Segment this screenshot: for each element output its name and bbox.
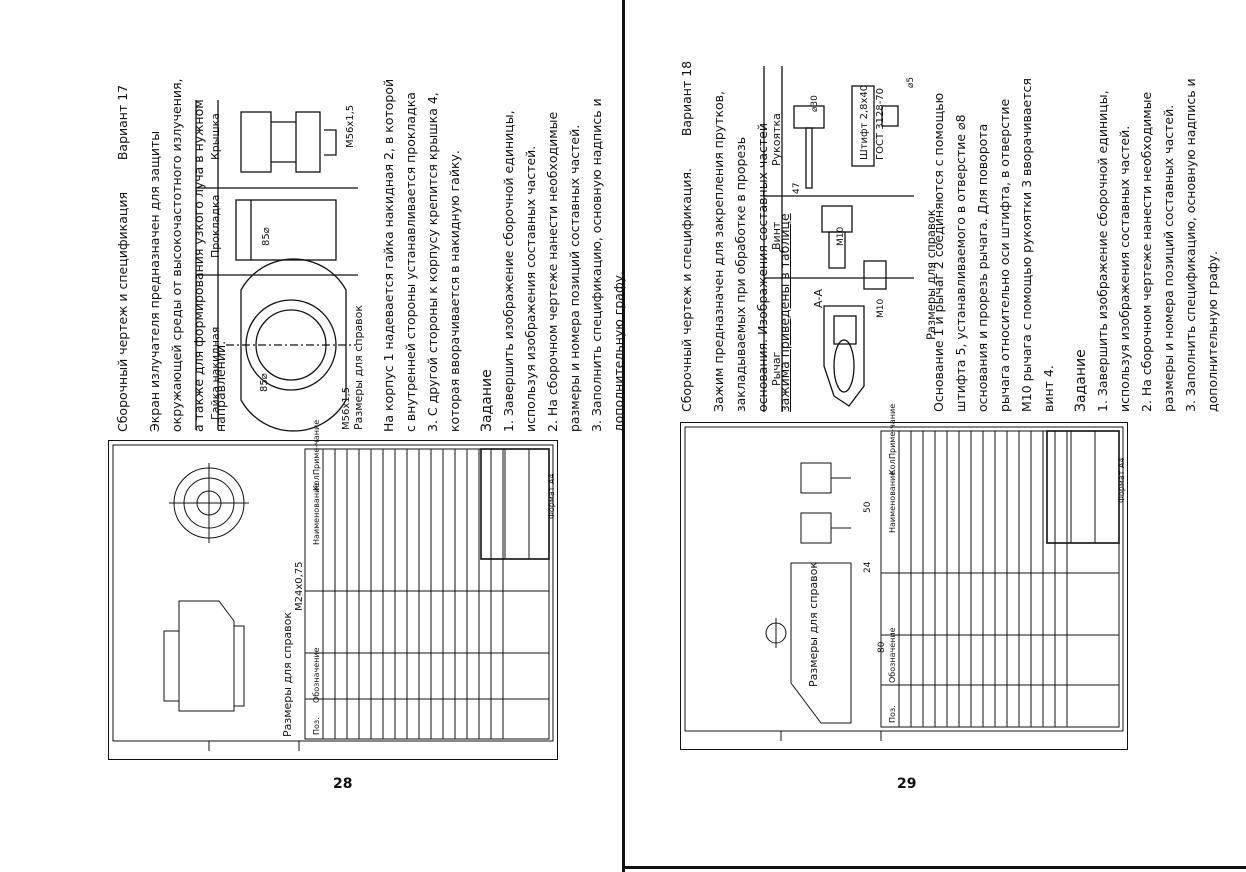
right-table-header: Винт (770, 221, 783, 250)
right-part-label: ⌀30 (810, 95, 820, 112)
left-task-line: используя изображения составных частей. (523, 145, 538, 432)
right-part-label: ⌀5 (906, 76, 916, 88)
left-task-line: размеры и номера позиций составных часте… (567, 124, 582, 432)
left-description-line: На корпус 1 надевается гайка накидная 2,… (381, 78, 396, 432)
left-description-line: которая вворачивается в накидную гайку. (447, 150, 462, 432)
left-drawing-sheet: М24x0,75 Размеры для справок Поз. Обозна… (108, 420, 558, 760)
right-drawing-svg (684, 426, 1124, 741)
right-spec-col: Поз. (888, 705, 897, 723)
right-table-header: Рукоятка (770, 113, 783, 166)
left-page: Сборочный чертеж и спецификация Вариант … (108, 78, 626, 792)
left-table-header: Прокладка (209, 194, 222, 258)
left-drawing-dim: М24x0,75 (294, 561, 305, 611)
right-drawing-sheet: Размеры для справок 80 24 50 Поз. Обозна… (680, 404, 1128, 750)
left-intro-line: окружающей среды от высокочастотного изл… (169, 78, 184, 432)
right-task-line: используя изображения составных частей. (1117, 125, 1132, 412)
left-task-line: 2. На сборочном чертеже нанести необходи… (545, 111, 560, 432)
left-page-number: 28 (333, 776, 353, 792)
right-parts-table-svg (763, 66, 914, 412)
right-part-label: ГОСТ 3128-70 (875, 87, 886, 160)
right-description-line: М10 рычага с помощью рукоятки 3 вворачив… (1019, 78, 1034, 412)
right-description-line: Основание 1 и рычаг 2 соединяются с помо… (931, 92, 946, 412)
left-format-label: Формат А4 (547, 473, 556, 519)
right-part-label: М10 (836, 226, 846, 246)
right-description-line: рычага относительно оси штифта, в отверс… (997, 98, 1012, 412)
right-part-label: А-А (812, 288, 825, 308)
right-intro-line: Зажим предназначен для закрепления прутк… (711, 90, 726, 412)
left-drawing-ref: Размеры для справок (281, 611, 294, 737)
right-task-line: размеры и номера позиций составных часте… (1161, 104, 1176, 412)
left-parts-table-svg (195, 100, 358, 432)
right-table-header: Рычаг (770, 351, 783, 386)
left-spec-col: Поз. (312, 717, 321, 735)
right-part-label: 47 (792, 182, 802, 194)
right-task-line: 2. На сборочном чертеже нанести необходи… (1139, 91, 1154, 412)
right-description-line: штифта 5, устанавливаемого в отверстие ⌀… (953, 114, 968, 412)
right-page-number: 29 (897, 776, 917, 792)
left-task-heading: Задание (479, 369, 495, 432)
right-description-column: Основание 1 и рычаг 2 соединяются с помо… (928, 78, 1224, 412)
right-variant: Вариант 18 (679, 60, 694, 137)
right-spec-col: Кол. (888, 456, 897, 475)
left-reference-label: Размеры для справок (352, 304, 365, 430)
right-task-heading: Задание (1073, 349, 1089, 412)
left-spec-col: Приме-чание (312, 419, 321, 475)
right-drawing-ref: Размеры для справок (807, 561, 820, 687)
left-drawing-svg (112, 444, 554, 751)
left-dim-label: 85⌀ (261, 227, 272, 246)
left-dim-label: 85⌀ (259, 373, 270, 392)
right-intro-line: закладываемых при обработке в прорезь (733, 136, 748, 412)
left-intro-line: Экран излучателя предназначен для защиты (147, 130, 162, 432)
left-spec-col: Наименование (312, 482, 321, 545)
left-task-line: 1. Завершить изображение сборочной едини… (501, 110, 516, 432)
left-task-line: 3. Заполнить спецификацию, основную надп… (589, 98, 604, 432)
left-spec-col: Кол. (312, 472, 321, 491)
left-variant: Вариант 17 (115, 84, 130, 161)
right-page: Сборочный чертеж и спецификация. Вариант… (624, 0, 1246, 872)
right-drawing-dim: 50 (863, 501, 873, 513)
right-part-label: М10 (876, 298, 886, 318)
left-table-header: Гайка накидная (209, 326, 222, 420)
right-spec-col: Наименование (888, 470, 897, 533)
right-drawing-dim: 24 (863, 561, 873, 573)
left-description-line: с внутренней стороны устанавливается про… (403, 92, 418, 432)
right-title: Сборочный чертеж и спецификация. (679, 167, 694, 412)
right-description-line: винт 4. (1041, 365, 1056, 412)
book-spine (622, 0, 625, 872)
right-task-line: дополнительную графу. (1205, 250, 1220, 412)
right-spec-col: Приме-чание (888, 403, 897, 459)
left-description-line: 3. С другой стороны к корпусу крепится к… (425, 92, 440, 432)
left-title: Сборочный чертеж и спецификация (115, 191, 130, 432)
right-task-line: 3. Заполнить спецификацию, основную надп… (1183, 78, 1198, 412)
right-spec-col: Обозначение (888, 627, 897, 683)
left-table-header: Крышка (209, 113, 222, 160)
right-description-line: основания и прорезь рычага. Для поворота (975, 123, 990, 412)
right-task-line: 1. Завершить изображение сборочной едини… (1095, 90, 1110, 412)
bottom-rule (624, 866, 1246, 869)
left-description-column: На корпус 1 надевается гайка накидная 2,… (378, 79, 630, 432)
left-dim-label: М56x1,5 (345, 104, 356, 148)
right-format-label: Формат А4 (1117, 457, 1126, 503)
left-spec-col: Обозначение (312, 647, 321, 703)
